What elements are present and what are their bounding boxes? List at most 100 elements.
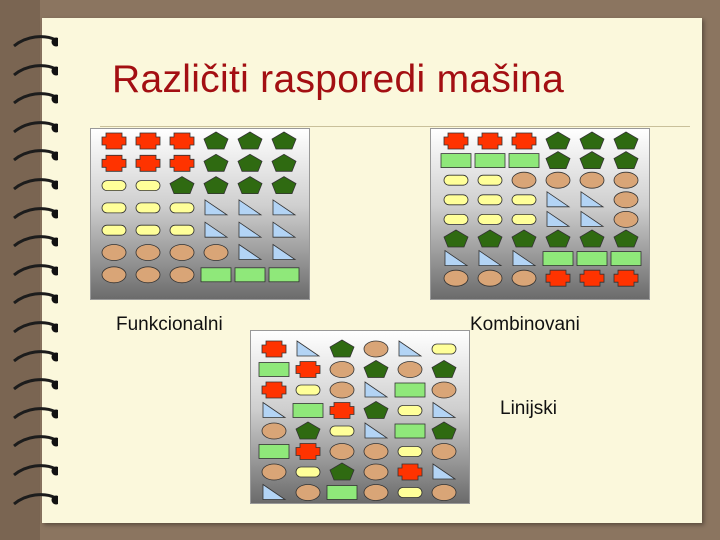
yellow-capsule-icon [443,174,469,186]
green-rectangle-icon [234,267,266,283]
tan-oval-icon [169,244,195,261]
binder-ring-icon [13,120,58,133]
binder-ring-icon [13,321,58,334]
tan-oval-icon [329,361,355,378]
green-pentagon-icon [613,229,639,248]
tan-oval-icon [329,443,355,460]
tan-oval-icon [431,484,457,501]
yellow-capsule-icon [397,405,423,416]
tan-oval-icon [511,171,537,189]
binder-ring-icon [13,492,58,505]
red-plus-icon [329,402,355,419]
green-rectangle-icon [326,485,358,500]
green-pentagon-icon [443,229,469,248]
functional-layout-label: Funkcionalni [116,314,223,335]
green-rectangle-icon [258,444,290,459]
blue-triangle-icon [238,243,263,260]
blue-triangle-icon [296,340,321,357]
binder-ring-icon [13,235,58,248]
green-rectangle-icon [440,153,472,169]
yellow-capsule-icon [135,202,161,214]
red-plus-icon [101,154,127,172]
binder-ring-icon [13,378,58,391]
red-plus-icon [261,340,287,358]
red-plus-icon [101,132,127,150]
tan-oval-icon [135,244,161,261]
blue-triangle-icon [444,249,469,267]
linear-layout-label: Linijski [500,398,558,419]
yellow-capsule-icon [443,194,469,206]
tan-oval-icon [101,266,127,284]
green-pentagon-icon [545,151,571,170]
binder-ring-icon [13,292,58,305]
yellow-capsule-icon [101,224,127,236]
green-pentagon-icon [613,151,639,170]
binder-ring-icon [13,435,58,448]
green-pentagon-icon [579,131,605,150]
green-pentagon-icon [295,421,321,440]
yellow-capsule-icon [169,224,195,236]
title-divider [100,126,690,127]
yellow-capsule-icon [135,180,161,192]
green-rectangle-icon [394,382,426,398]
yellow-capsule-icon [101,180,127,192]
tan-oval-icon [203,244,229,261]
blue-triangle-icon [262,401,287,418]
blue-triangle-icon [204,221,229,238]
tan-oval-icon [613,171,639,189]
yellow-capsule-icon [295,466,321,478]
blue-triangle-icon [478,249,503,267]
slide-title: Različiti rasporedi mašina [112,58,565,101]
green-pentagon-icon [477,229,503,248]
tan-oval-icon [613,210,639,228]
binder-ring-icon [13,92,58,105]
tan-oval-icon [477,269,503,287]
green-pentagon-icon [271,176,297,195]
binder-ring-icon [13,464,58,477]
red-plus-icon [261,381,287,399]
green-pentagon-icon [363,401,389,419]
blue-triangle-icon [272,221,297,238]
green-pentagon-icon [613,131,639,150]
blue-triangle-icon [238,221,263,238]
yellow-capsule-icon [295,384,321,396]
tan-oval-icon [295,484,321,501]
green-pentagon-icon [169,176,195,195]
tan-oval-icon [261,463,287,481]
tan-oval-icon [261,422,287,440]
green-rectangle-icon [542,251,574,267]
yellow-capsule-icon [477,213,503,225]
green-pentagon-icon [237,131,263,150]
tan-oval-icon [397,361,423,378]
blue-triangle-icon [272,199,297,216]
red-plus-icon [443,132,469,150]
yellow-capsule-icon [511,194,537,206]
red-plus-icon [169,132,195,150]
yellow-capsule-icon [397,487,423,498]
green-rectangle-icon [258,362,290,377]
red-plus-icon [579,269,605,287]
blue-triangle-icon [364,381,389,398]
tan-oval-icon [431,443,457,460]
blue-triangle-icon [432,463,457,480]
tan-oval-icon [579,171,605,189]
blue-triangle-icon [580,191,605,208]
yellow-capsule-icon [443,213,469,225]
binder-ring-icon [13,35,58,48]
yellow-capsule-icon [477,174,503,186]
yellow-capsule-icon [101,202,127,214]
tan-oval-icon [363,463,389,481]
green-pentagon-icon [579,151,605,170]
tan-oval-icon [363,484,389,501]
red-plus-icon [397,463,423,481]
green-pentagon-icon [545,131,571,150]
combined-layout-label: Kombinovani [470,314,580,335]
green-rectangle-icon [474,153,506,169]
yellow-capsule-icon [169,202,195,214]
tan-oval-icon [135,266,161,284]
tan-oval-icon [613,191,639,209]
tan-oval-icon [363,340,389,358]
tan-oval-icon [431,381,457,399]
green-rectangle-icon [508,153,540,169]
